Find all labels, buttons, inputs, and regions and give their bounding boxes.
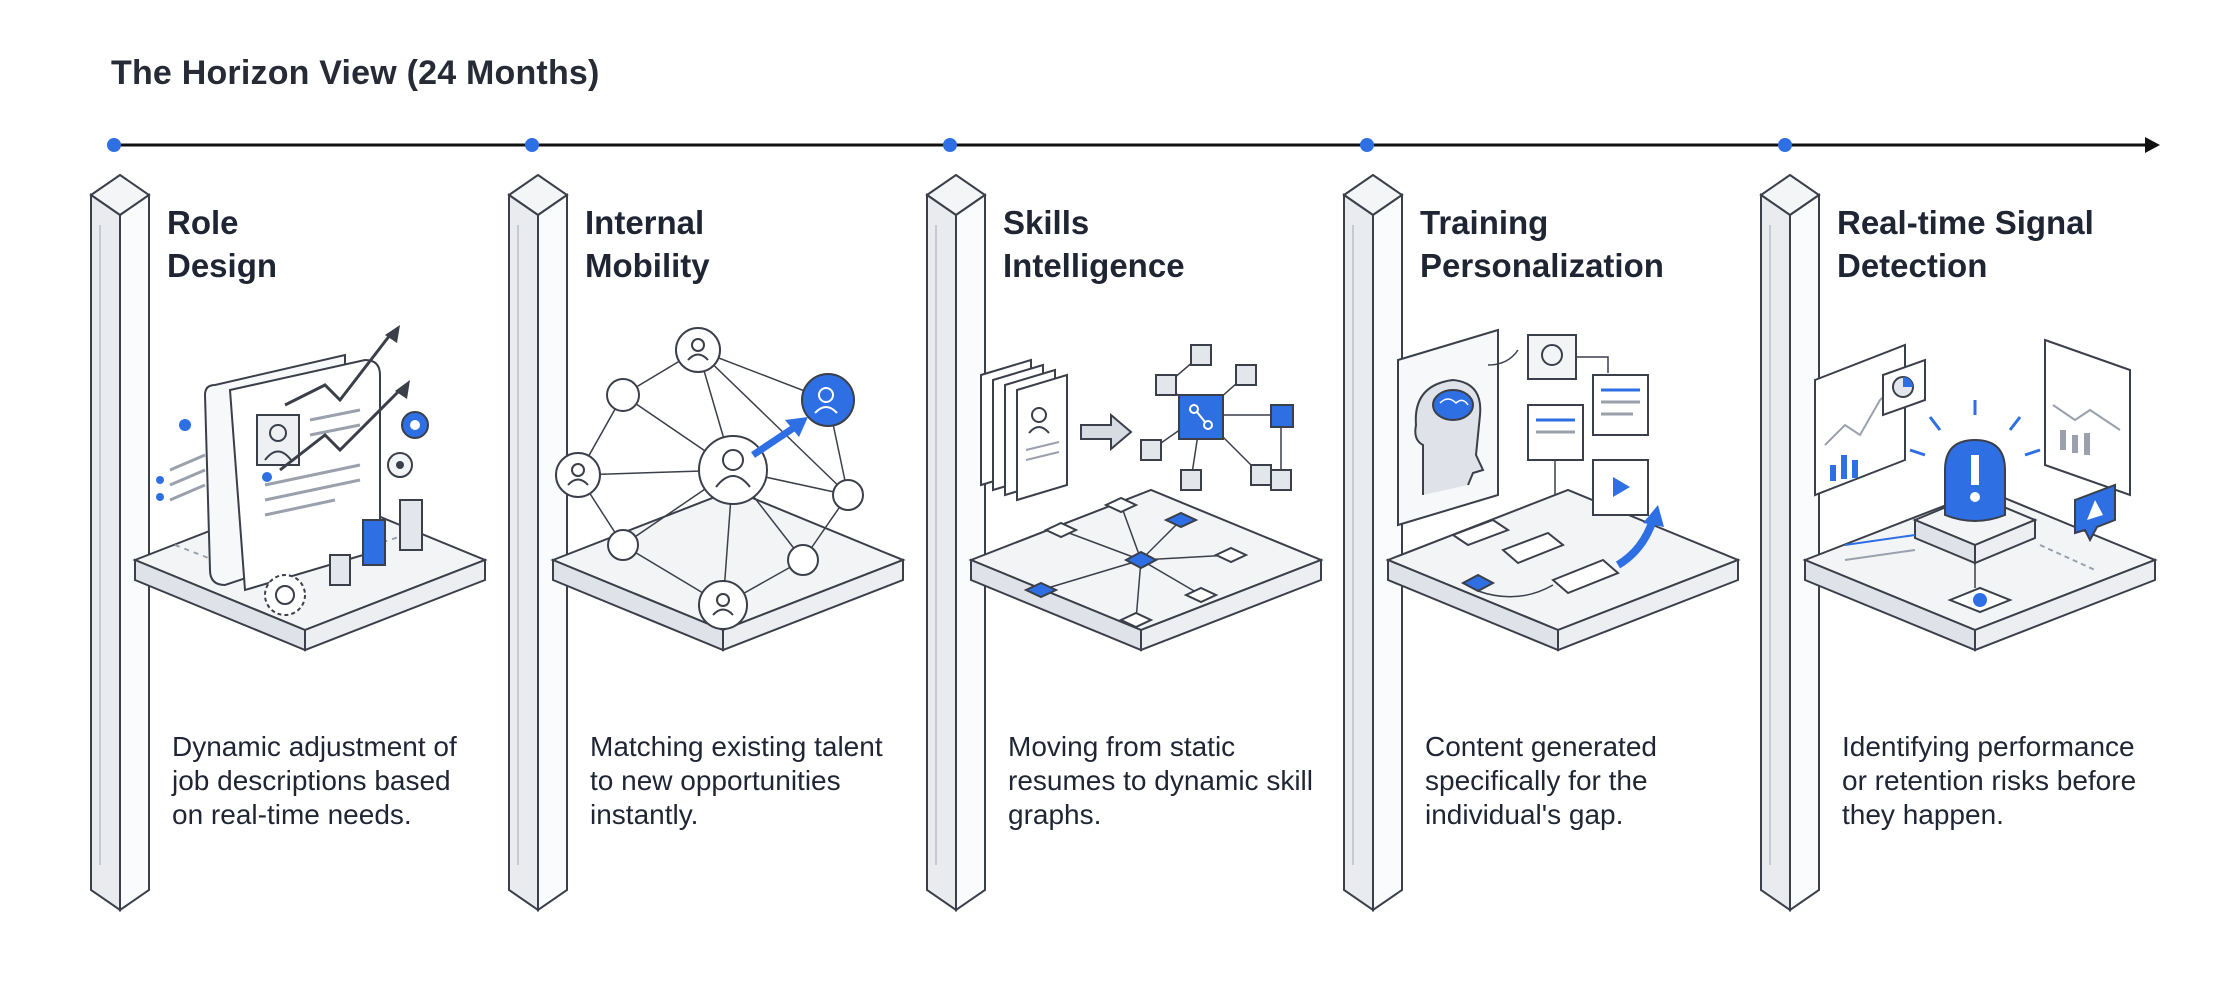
alert-signal-illustration [1802,338,2158,652]
timeline-dot [1360,138,1374,152]
skill-graph-illustration [968,344,1324,652]
pillar [1342,173,1404,912]
milestone-description: Matching existing talent to new opportun… [590,731,883,830]
timeline-arrowhead [2145,137,2160,153]
page-title: The Horizon View (24 Months) [111,54,600,92]
pillar [507,173,569,912]
milestone-skills-intelligence: Skills Intelligence [921,165,1341,925]
timeline-dot [1778,138,1792,152]
milestone-role-design: Role Design Dynamic ad [85,165,505,925]
pillar [89,173,151,912]
milestone-training-personalization: Training Personalization Content generat… [1338,165,1758,925]
pillar [1759,173,1821,912]
network-mobility-illustration [550,327,906,652]
timeline-dot [943,138,957,152]
timeline [107,137,2160,153]
timeline-dot [107,138,121,152]
milestone-title: Training Personalization [1420,204,1664,284]
personalized-training-illustration [1385,328,1741,652]
pillar [925,173,987,912]
milestone-title: Real-time Signal Detection [1837,204,2094,284]
milestone-description: Content generated specifically for the i… [1425,731,1657,830]
milestone-title: Role Design [167,204,278,284]
milestone-internal-mobility: Internal Mobility [503,165,923,925]
milestone-title: Internal Mobility [585,204,710,284]
milestone-title: Skills Intelligence [1003,204,1185,284]
timeline-dot [525,138,539,152]
milestone-description: Moving from static resumes to dynamic sk… [1008,731,1313,830]
role-design-illustration [132,325,488,652]
milestone-description: Dynamic adjustment of job descriptions b… [172,731,457,830]
milestone-description: Identifying performance or retention ris… [1842,731,2137,830]
milestone-real-time-signal-detection: Real-time Signal Detection Iden [1755,165,2175,925]
